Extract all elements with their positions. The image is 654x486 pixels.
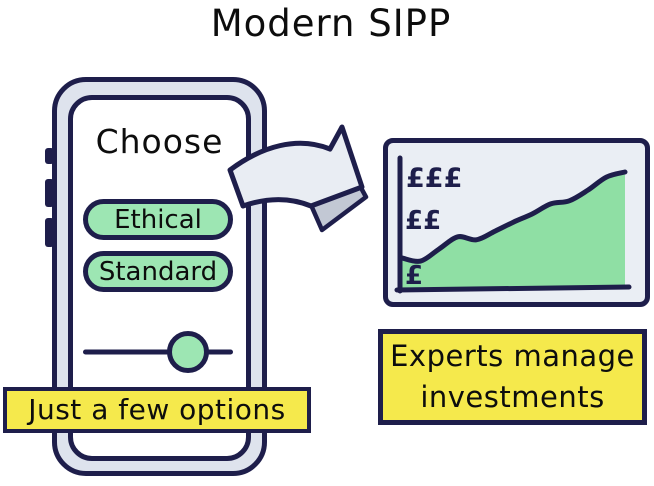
- phone-side-button-1: [45, 148, 54, 164]
- option-ethical-button[interactable]: Ethical: [83, 199, 233, 240]
- options-slider[interactable]: [83, 331, 233, 373]
- growth-chart-panel: [383, 138, 650, 307]
- chart-callout-line-1: Experts manage: [390, 339, 635, 373]
- phone-side-button-2: [45, 179, 54, 207]
- arrow-underside: [308, 183, 369, 233]
- slider-knob[interactable]: [167, 331, 209, 373]
- option-standard-button[interactable]: Standard: [83, 251, 233, 292]
- slider-track: [83, 349, 233, 355]
- screen-title: Choose: [95, 122, 224, 161]
- chart-callout-line-2: investments: [420, 380, 605, 414]
- page-title: Modern SIPP: [210, 2, 452, 45]
- phone-callout-label: Just a few options: [3, 387, 311, 433]
- phone-side-button-3: [45, 218, 54, 247]
- chart-callout-label: Experts manage investments: [378, 329, 647, 425]
